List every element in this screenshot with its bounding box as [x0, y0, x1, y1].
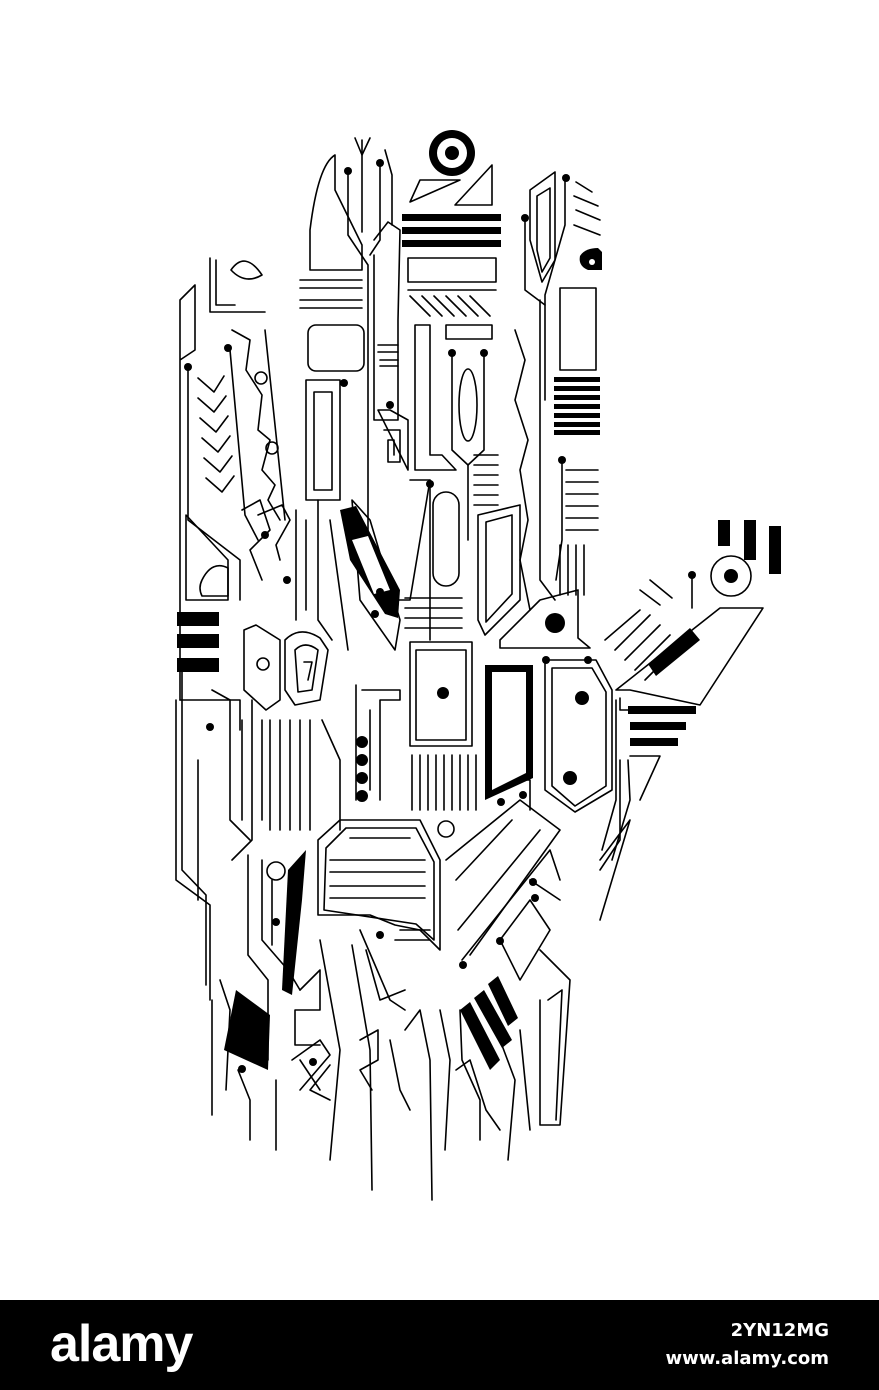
artwork-area	[175, 130, 781, 1201]
circuit-hand-illustration	[175, 130, 781, 1201]
watermark-footer: alamy 2YN12MG www.alamy.com	[0, 1300, 879, 1390]
thumb-outline	[615, 607, 764, 706]
brand-logo: alamy	[50, 1315, 193, 1373]
image-id-label: 2YN12MG	[730, 1320, 829, 1341]
site-url-label: www.alamy.com	[665, 1348, 829, 1369]
pinky-outline	[179, 284, 196, 701]
